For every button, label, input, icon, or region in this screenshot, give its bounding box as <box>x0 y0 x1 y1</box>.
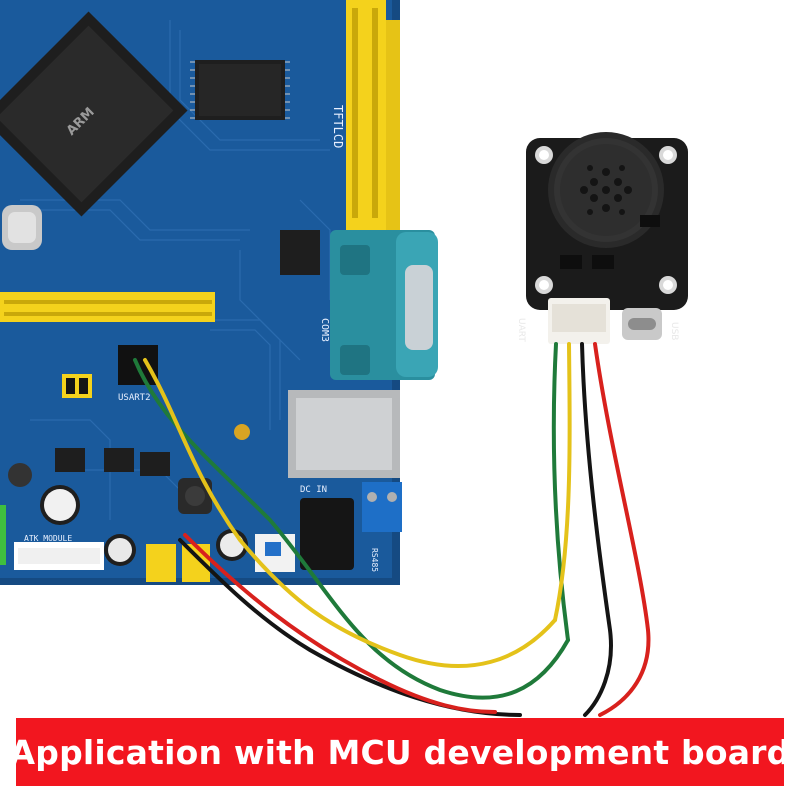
rs485-label: RS485 <box>370 548 379 572</box>
uart-connector <box>548 298 610 344</box>
jumper-wires <box>133 358 570 717</box>
speaker <box>548 132 664 248</box>
lcd-header <box>346 0 400 230</box>
dc-in-label: DC IN <box>300 485 327 495</box>
caption-text: Application with MCU development board <box>9 732 791 772</box>
module-label: ATK MODULE <box>24 534 72 543</box>
mp3-speaker-module: UART USB <box>516 132 688 344</box>
usart-label: USART2 <box>118 393 151 403</box>
lcd-label: TFTLCD <box>331 105 345 148</box>
uart-label: UART <box>516 318 526 342</box>
caption-banner: Application with MCU development board <box>10 718 790 786</box>
usb-c-connector <box>622 308 662 340</box>
com-label: COM3 <box>319 318 330 342</box>
usb-label: USB <box>669 322 679 340</box>
power-terminal-block <box>362 482 402 532</box>
gpio-header <box>0 292 215 322</box>
mcu-chip: ARM <box>0 11 188 217</box>
mcu-development-board: ARM TFTLCD <box>0 0 438 585</box>
module-wires <box>551 342 651 717</box>
serial-connector <box>330 230 438 380</box>
